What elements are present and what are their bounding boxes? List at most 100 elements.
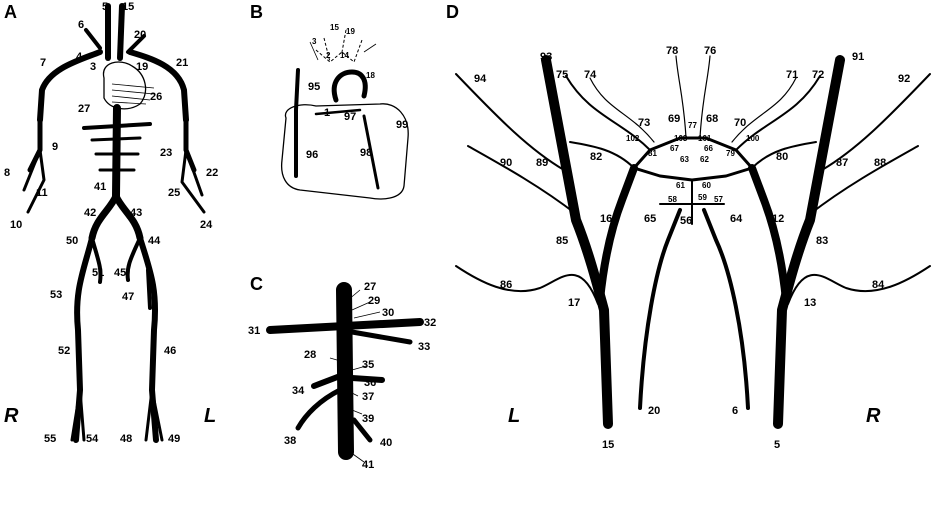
label-d-76: 76 [704, 45, 716, 57]
vessel-d-12 [748, 164, 790, 304]
vessel-d-78 [675, 55, 687, 139]
panel-d-labels: 78 76 93 91 94 75 74 71 72 92 69 68 77 7… [474, 45, 910, 451]
label-c-34: 34 [292, 385, 305, 397]
label-c-31: 31 [248, 325, 260, 337]
label-a-19: 19 [136, 61, 148, 73]
vessel-b-98 [362, 114, 380, 190]
panel-b: B 15 19 3 2 14 18 95 1 97 99 96 98 [250, 2, 409, 200]
label-c-30: 30 [382, 307, 394, 319]
vessel-d-75 [565, 75, 651, 151]
panel-b-letter: B [250, 2, 263, 22]
label-d-12: 12 [772, 213, 784, 225]
vessel-a-47 [146, 268, 152, 310]
vessel-a-6 [84, 28, 102, 50]
panel-c-letter: C [250, 274, 263, 294]
label-d-86: 86 [500, 279, 512, 291]
vessel-a-49 [150, 388, 164, 442]
label-a-23: 23 [160, 147, 172, 159]
label-a-9: 9 [52, 141, 58, 153]
label-a-53: 53 [50, 289, 62, 301]
label-d-68: 68 [706, 113, 718, 125]
label-d-81: 81 [648, 149, 657, 158]
label-a-43: 43 [130, 207, 142, 219]
label-d-100: 100 [746, 134, 760, 143]
label-b-19: 19 [346, 27, 355, 36]
label-d-56: 56 [680, 215, 692, 227]
label-d-103: 103 [674, 134, 688, 143]
label-a-20: 20 [134, 29, 146, 41]
label-c-35: 35 [362, 359, 374, 371]
label-a-15: 15 [122, 1, 134, 13]
vessel-a-55 [70, 388, 82, 442]
vessel-a-54 [78, 388, 86, 442]
label-a-21: 21 [176, 57, 188, 69]
vessel-d-20 [638, 208, 682, 410]
vessel-c-36 [349, 375, 385, 383]
panel-c-labels: 27 29 30 31 32 33 28 35 36 34 37 39 38 4… [248, 281, 436, 471]
vessel-a-45 [125, 236, 142, 282]
label-d-58: 58 [668, 195, 677, 204]
vessel-c-31-32 [266, 318, 424, 334]
panel-b-leaders [309, 41, 377, 61]
aorta-c [336, 282, 354, 460]
circle-of-willis-bottom [632, 166, 754, 182]
label-a-25: 25 [168, 187, 180, 199]
label-d-91: 91 [852, 51, 864, 63]
label-d-83: 83 [816, 235, 828, 247]
label-d-5: 5 [774, 439, 780, 451]
label-a-8: 8 [4, 167, 10, 179]
panel-d: D 78 76 93 91 94 [446, 2, 931, 451]
label-d-65: 65 [644, 213, 656, 225]
vessel-c-38 [295, 387, 343, 431]
label-d-57: 57 [714, 195, 723, 204]
label-d-72: 72 [812, 69, 824, 81]
vessel-a-15 [117, 3, 125, 61]
panel-c: C 27 29 30 31 32 33 28 35 36 34 37 39 38… [248, 274, 436, 471]
label-d-60: 60 [702, 181, 711, 190]
label-b-1: 1 [324, 107, 330, 119]
label-a-3: 3 [90, 61, 96, 73]
label-a-6: 6 [78, 19, 84, 31]
label-b-3: 3 [312, 37, 317, 46]
vessel-a-branch-1 [90, 136, 142, 142]
label-d-85: 85 [556, 235, 568, 247]
label-b-98: 98 [360, 147, 372, 159]
label-d-16: 16 [600, 213, 612, 225]
label-a-51: 51 [92, 267, 104, 279]
vessel-d-82 [569, 141, 635, 169]
label-a-52: 52 [58, 345, 70, 357]
vessel-b-18 [331, 69, 368, 103]
label-c-37: 37 [362, 391, 374, 403]
vessel-a-51 [90, 236, 103, 284]
label-a-54: 54 [86, 433, 99, 445]
label-d-84: 84 [872, 279, 885, 291]
label-c-27: 27 [364, 281, 376, 293]
label-c-33: 33 [418, 341, 430, 353]
label-a-22: 22 [206, 167, 218, 179]
vessel-c-34 [311, 373, 343, 389]
vessel-a-21 [127, 49, 189, 123]
vessel-a-52 [73, 235, 95, 443]
label-d-88: 88 [874, 157, 886, 169]
vessel-a-11 [22, 148, 42, 192]
panel-a-letter: A [4, 2, 17, 22]
label-a-27: 27 [78, 103, 90, 115]
label-d-79: 79 [726, 149, 735, 158]
label-d-89: 89 [536, 157, 548, 169]
label-c-38: 38 [284, 435, 296, 447]
label-c-36: 36 [364, 377, 376, 389]
label-c-28: 28 [304, 349, 316, 361]
label-d-78: 78 [666, 45, 678, 57]
vessel-a-10 [26, 148, 46, 214]
label-b-18: 18 [366, 71, 375, 80]
label-a-24: 24 [200, 219, 213, 231]
label-b-14: 14 [340, 51, 349, 60]
label-d-73: 73 [638, 117, 650, 129]
label-a-26: 26 [150, 91, 162, 103]
vessel-d-86 [455, 265, 599, 305]
panel-a-labels: 5 15 6 20 4 3 19 7 21 26 27 9 8 11 10 23… [4, 1, 218, 445]
label-d-70: 70 [734, 117, 746, 129]
label-c-40: 40 [380, 437, 392, 449]
label-a-42: 42 [84, 207, 96, 219]
